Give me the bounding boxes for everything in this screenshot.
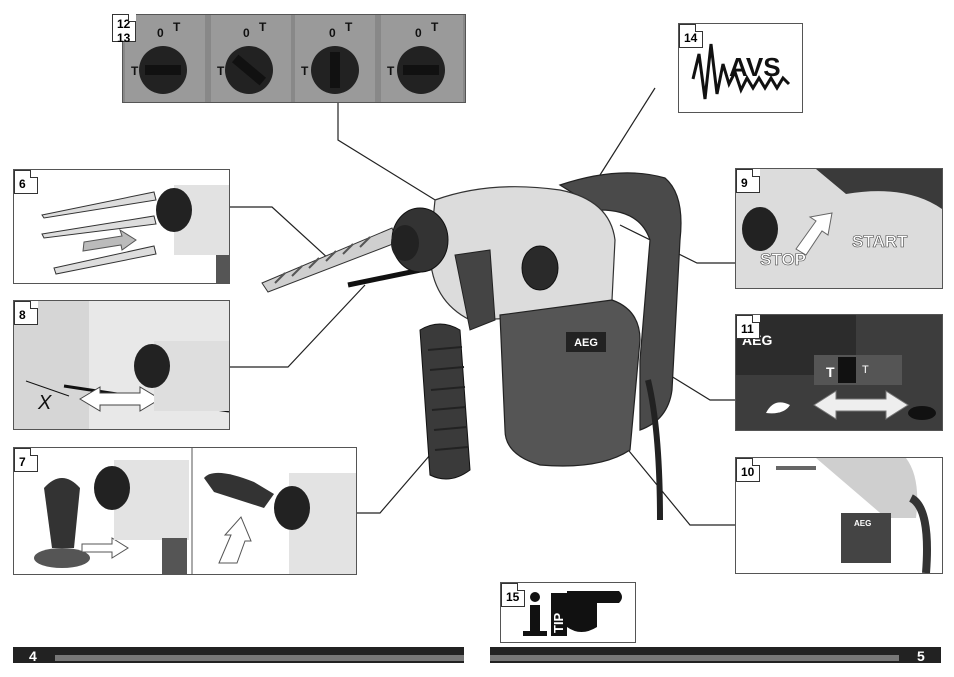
attach-arrow	[81, 537, 129, 559]
dial-2-t: T	[259, 20, 267, 34]
pointing-hand-icon	[567, 591, 622, 632]
dimension-x: X	[37, 392, 52, 414]
panel-mode-selector: 0 T T 0 T T 0 T T 0 T T	[122, 14, 466, 103]
brand-mini: AEG	[854, 519, 871, 528]
side-handle-part	[34, 478, 90, 568]
drill-bit	[261, 227, 399, 293]
tip-text: TIP	[551, 612, 566, 633]
direction-slider	[838, 357, 856, 383]
brand-label: AEG	[574, 337, 598, 349]
panel-bits: 6	[13, 169, 230, 284]
callout-9: 9	[736, 169, 760, 193]
start-stop-arrow	[795, 212, 833, 256]
callout-6: 6	[14, 170, 38, 194]
dial-2	[211, 15, 291, 102]
switch-t-right: T	[862, 364, 869, 376]
switch-t-left: T	[826, 364, 835, 380]
dial-3-zero: 0	[329, 26, 336, 40]
panel-hook: AEG 10	[735, 457, 943, 574]
rabbit-icon	[766, 402, 790, 414]
avs-text: AVS	[729, 52, 781, 82]
direction-arrow	[813, 390, 909, 420]
dial-2-zero: 0	[243, 26, 250, 40]
panel-start-stop: START STOP 9	[735, 168, 943, 289]
panel-side-handle: 7	[13, 447, 357, 575]
dial-3	[295, 15, 375, 102]
dial-1-t-left: T	[131, 64, 139, 78]
footer-bar-right-accent	[490, 655, 899, 661]
page-number-left: 4	[29, 648, 37, 664]
dial-3-t-left: T	[301, 64, 309, 78]
drill-front-2	[204, 472, 356, 574]
callout-10: 10	[736, 458, 760, 482]
callout-8: 8	[14, 301, 38, 325]
dial-4	[381, 15, 463, 102]
callout-12-label: 12	[117, 17, 131, 31]
panel-tip: TIP 15	[500, 582, 636, 643]
hammer-drill: AEG	[391, 172, 682, 521]
avs-logo: AVS	[691, 43, 791, 100]
footer-bar-left-accent	[55, 655, 464, 661]
dial-4-zero: 0	[415, 26, 422, 40]
drill-front-1	[94, 460, 189, 574]
drill-mini-motor	[841, 513, 891, 563]
dial-1-zero: 0	[157, 26, 164, 40]
stop-text: STOP	[760, 250, 806, 269]
callout-12: 12 13	[112, 14, 136, 45]
callout-14: 14	[679, 24, 703, 48]
callout-11: 11	[736, 315, 760, 339]
dial-1-t: T	[173, 20, 181, 34]
start-text: START	[852, 232, 908, 251]
callout-13-label: 13	[117, 31, 131, 45]
dial-2-t-left: T	[217, 64, 225, 78]
mode-dials: 0 T T 0 T T 0 T T 0 T T	[125, 15, 463, 102]
rotate-arrow	[218, 516, 252, 564]
drill-mini-body	[816, 458, 918, 518]
dimension-line	[25, 380, 70, 397]
trigger-handle	[816, 169, 942, 209]
tip-badge	[551, 593, 567, 636]
callout-15: 15	[501, 583, 525, 607]
panel-depth-stop: X 8	[13, 300, 230, 430]
chuck-detail	[156, 185, 229, 283]
info-icon-dot	[530, 592, 540, 602]
turtle-icon	[908, 406, 936, 420]
page-number-right: 5	[917, 648, 925, 664]
info-icon	[530, 605, 540, 635]
panel-direction-switch: AEG T T 11	[735, 314, 943, 431]
chisel-bits	[41, 191, 157, 275]
dial-1	[125, 15, 205, 102]
dial-3-t: T	[345, 20, 353, 34]
panel-avs: AVS 14	[678, 23, 803, 113]
dial-4-t-left: T	[387, 64, 395, 78]
callout-7: 7	[14, 448, 38, 472]
insert-arrow	[82, 228, 137, 252]
dial-4-t: T	[431, 20, 439, 34]
